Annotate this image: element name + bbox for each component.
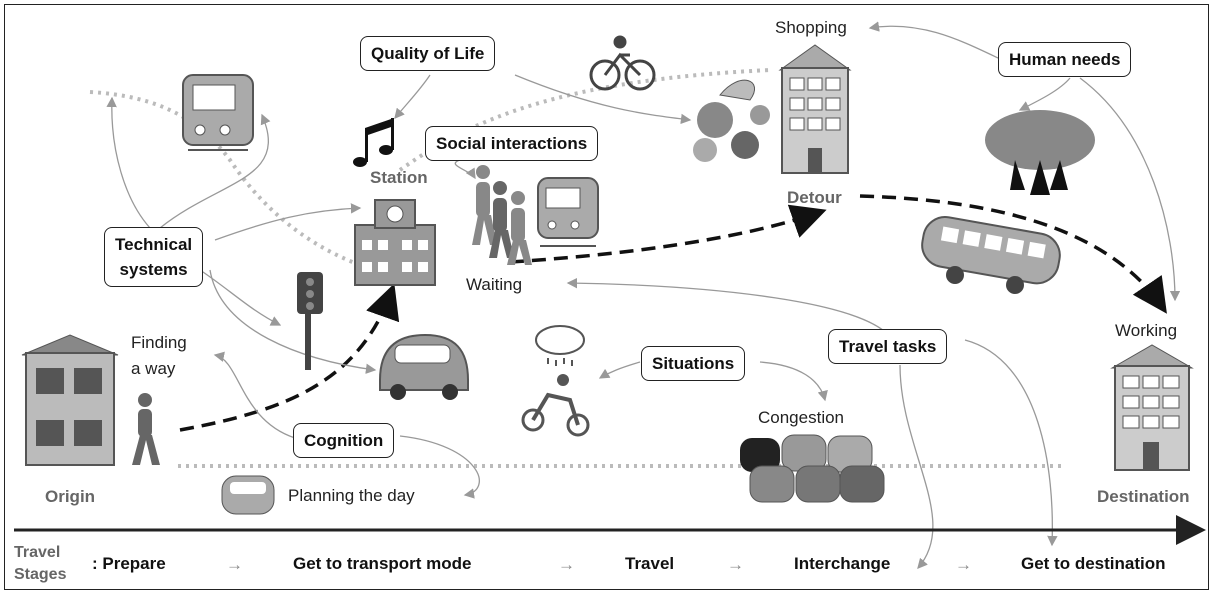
stage-separator-2: → — [558, 555, 575, 574]
human-needs-box: Human needs — [998, 42, 1132, 77]
travel-path-detour-destination — [859, 194, 1167, 314]
traffic-light-icon — [297, 272, 323, 370]
arrow-situations-to-scooter — [598, 361, 641, 379]
arrow-technical-to-car — [209, 269, 377, 374]
stage-get-to-destination: Get to destination — [1021, 554, 1166, 573]
social-interactions-box: Social interactions — [425, 126, 599, 161]
arrow-human-to-trees — [1018, 77, 1071, 111]
scooter-icon — [521, 374, 590, 437]
arrow-traveltasks-to-interchange — [899, 364, 934, 569]
origin-house-icon — [21, 334, 119, 466]
finding-a-way-line1: Finding — [131, 333, 187, 352]
finding-a-way-line2: a way — [131, 359, 176, 378]
station-train-icon — [537, 177, 599, 247]
quality-of-life-box: Quality of Life — [360, 36, 496, 71]
music-notes-icon — [353, 118, 394, 167]
stage-prepare: : Prepare — [92, 554, 166, 573]
stage-separator-1: → — [226, 555, 243, 574]
travel-stages-title-line1: Travel — [14, 544, 61, 561]
arrow-technical-to-origin-train — [106, 96, 151, 229]
walking-person-icon — [132, 393, 160, 465]
congestion-label: Congestion — [758, 408, 845, 427]
stage-interchange: Interchange — [794, 554, 891, 573]
arrow-traveltasks-to-waiting — [566, 277, 896, 346]
detour-label: Detour — [787, 188, 842, 207]
planning-the-day-label: Planning the day — [288, 486, 415, 505]
arrow-technical-to-trafficlight — [199, 269, 282, 326]
station-building-icon — [354, 199, 436, 286]
destination-label: Destination — [1097, 487, 1190, 506]
technical-systems-line1: Technical — [115, 235, 193, 254]
arrow-social-to-pedestrians — [454, 159, 476, 180]
destination-building-icon — [1110, 344, 1194, 471]
technical-systems-line2: systems — [119, 260, 188, 279]
arrow-traveltasks-to-destination — [964, 339, 1058, 547]
arrow-human-to-working — [1079, 77, 1181, 302]
arrow-quality-to-music — [394, 74, 431, 119]
shopping-label: Shopping — [775, 18, 847, 37]
trees-icon — [985, 110, 1095, 195]
shopping-building-icon — [778, 44, 852, 174]
arrow-quality-to-flowers — [514, 74, 692, 125]
working-label: Working — [1115, 321, 1178, 340]
arrow-technical-to-station — [214, 203, 362, 241]
situations-box: Situations — [641, 346, 746, 381]
arrow-technical-to-train — [159, 113, 271, 229]
travel-stages-title: Travel Stages — [14, 542, 66, 586]
arrow-human-to-shopping — [868, 21, 999, 59]
stage-travel: Travel — [625, 554, 675, 573]
stage-get-to-transport-mode: Get to transport mode — [293, 554, 472, 573]
arrow-cognition-to-planning — [399, 435, 480, 499]
flowers-icon — [693, 79, 770, 162]
car-icon — [379, 333, 469, 400]
technical-systems-box: Technical systems — [104, 227, 204, 287]
train-icon — [182, 74, 254, 151]
origin-label: Origin — [45, 487, 96, 506]
pedestrians-icon — [472, 165, 532, 265]
travel-path-station-detour — [509, 204, 827, 264]
finding-a-way-label: Finding a way — [131, 330, 187, 382]
bicycle-icon — [589, 35, 656, 91]
small-car-icon — [221, 475, 275, 515]
rain-cloud-icon — [535, 325, 585, 366]
diagram-frame — [4, 4, 1209, 590]
stage-separator-4: → — [955, 555, 972, 574]
dotted-route-top — [89, 90, 361, 267]
stage-separator-3: → — [727, 555, 744, 574]
congestion-cars-icon — [740, 434, 885, 503]
cognition-box: Cognition — [293, 423, 395, 458]
travel-path-origin-station — [179, 283, 400, 432]
bus-icon — [921, 216, 1061, 294]
arrow-situations-to-congestion — [759, 361, 828, 402]
travel-stages-title-line2: Stages — [14, 566, 67, 583]
arrow-cognition-to-finding — [213, 351, 296, 439]
travel-tasks-box: Travel tasks — [828, 329, 948, 364]
waiting-label: Waiting — [466, 275, 523, 294]
station-label: Station — [370, 168, 428, 187]
